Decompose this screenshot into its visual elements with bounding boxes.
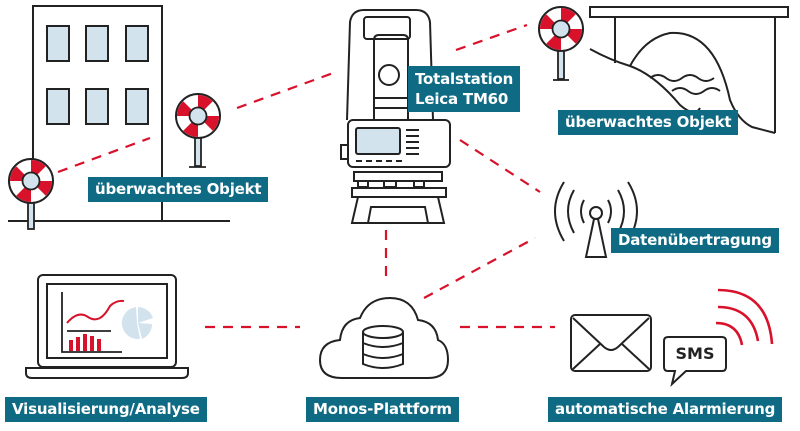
label-total-station-line2: Leica TM60	[415, 90, 509, 108]
sms-bubble-icon	[663, 336, 727, 387]
label-alarm: automatische Alarmierung	[548, 397, 783, 422]
connector-target2-station	[236, 70, 337, 110]
laptop-chart-icon	[25, 274, 189, 379]
antenna-icon	[554, 181, 638, 258]
label-total-station: Totalstation Leica TM60	[408, 66, 521, 112]
prism-target-icon-1	[8, 158, 54, 230]
signal-waves-icon	[715, 288, 774, 346]
prism-target-icon-3	[538, 6, 584, 81]
connector-station-target3	[455, 23, 528, 52]
connector-target1-station	[57, 136, 151, 174]
total-station-icon	[340, 9, 451, 224]
connector-antenna-cloud	[423, 237, 536, 299]
connector-station-antenna	[459, 139, 541, 193]
label-platform: Monos-Plattform	[306, 397, 459, 422]
label-data-transfer: Datenübertragung	[611, 228, 779, 253]
connectors	[57, 23, 555, 329]
label-object-left: überwachtes Objekt	[88, 177, 269, 202]
envelope-icon	[570, 314, 652, 372]
label-total-station-line1: Totalstation	[415, 70, 514, 88]
prism-target-icon-2	[175, 93, 221, 168]
mini-pie-chart	[121, 307, 153, 340]
sms-text: SMS	[675, 344, 715, 363]
mini-bar-chart	[69, 334, 101, 351]
cloud-database-icon	[318, 296, 450, 379]
building-icon	[8, 5, 230, 222]
label-object-right: überwachtes Objekt	[558, 110, 739, 135]
label-visualization: Visualisierung/Analyse	[5, 397, 207, 422]
